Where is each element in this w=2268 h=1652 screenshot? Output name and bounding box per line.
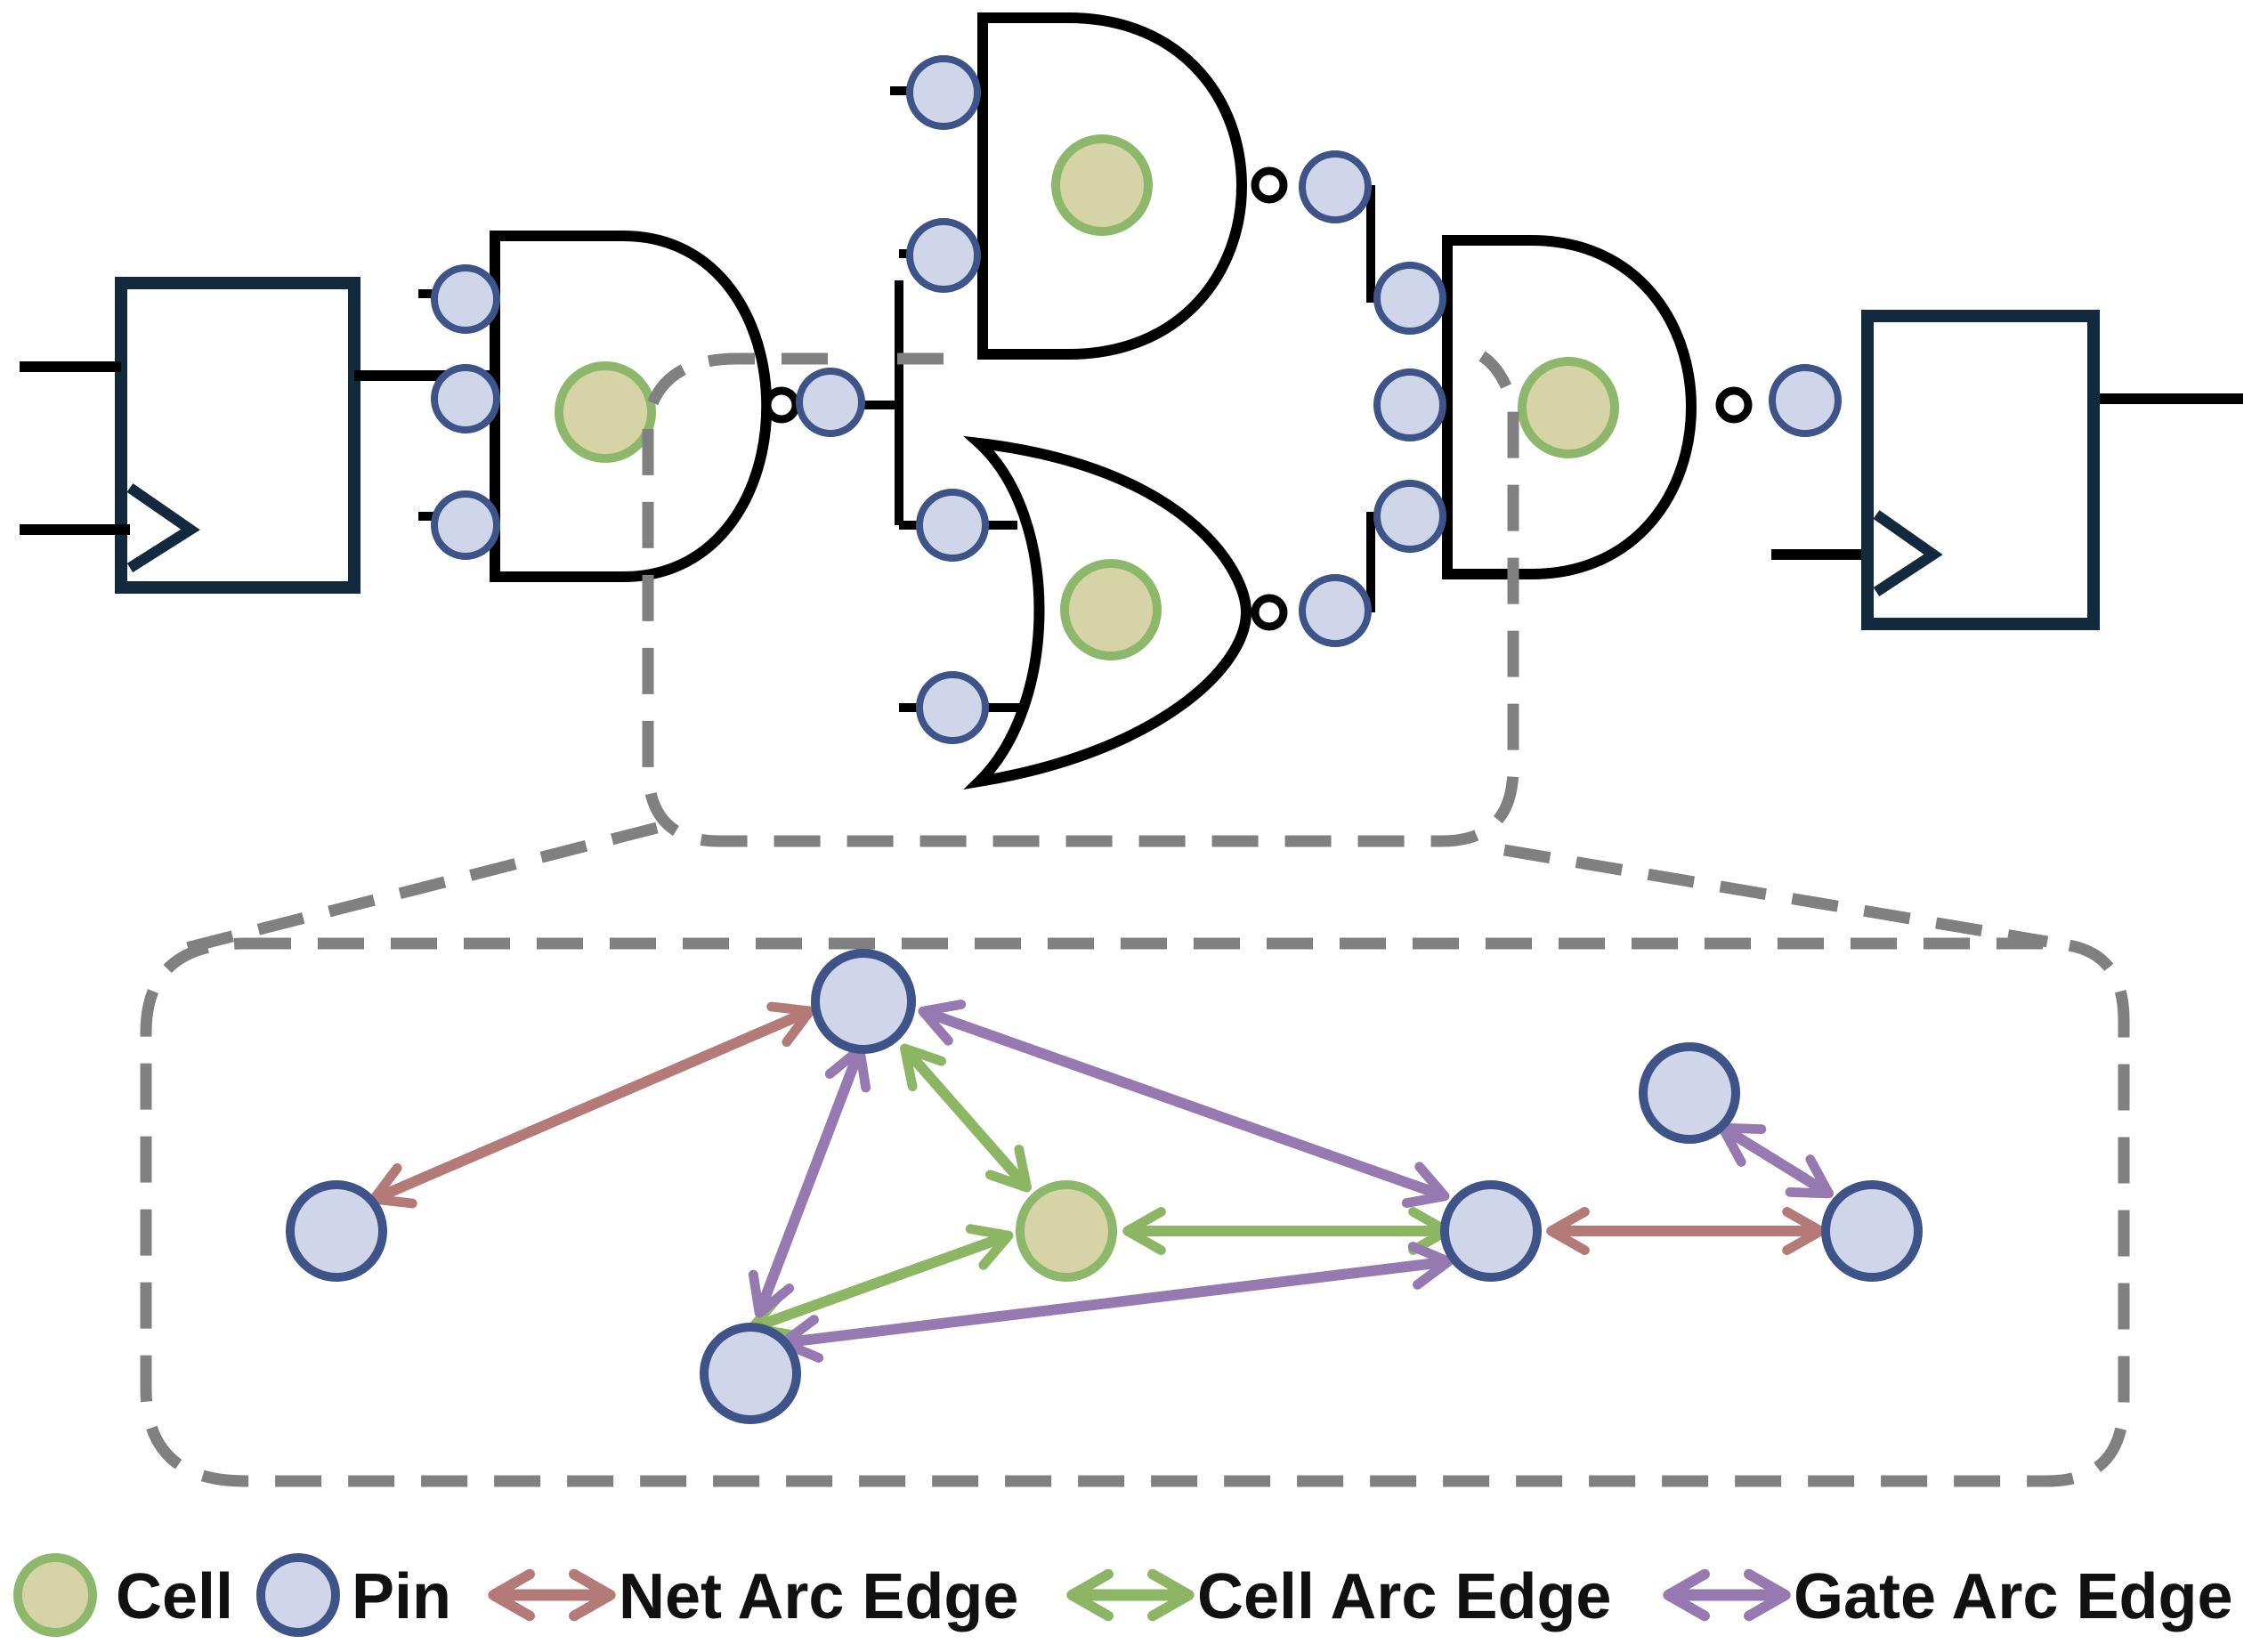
legend-cell-arc-label: Cell Arc Edge: [1197, 1561, 1611, 1632]
cell-node: [555, 361, 656, 463]
net-arc-edge: [369, 1001, 815, 1209]
cell-node: [1518, 357, 1619, 458]
legend-gate-arc-label: Gate Arc Edge: [1794, 1561, 2233, 1632]
pin-node: [286, 1180, 387, 1282]
schematic-pins: [431, 55, 1842, 744]
gate-arc-edge: [748, 1044, 871, 1318]
pin-node: [700, 1323, 801, 1424]
legend-pin-label: Pin: [352, 1561, 451, 1632]
pin-node: [431, 264, 500, 334]
legend-pin: Pin: [256, 1553, 451, 1637]
legend-cell-label: Cell: [116, 1561, 233, 1632]
schematic-cells: [555, 134, 1619, 660]
pin-node: [1373, 368, 1446, 441]
pin-node: [1299, 574, 1372, 647]
inversion-bubble: [1251, 594, 1288, 631]
pin-icon: [256, 1553, 340, 1637]
pin-node: [1440, 1180, 1542, 1282]
legend-cell: Cell: [13, 1553, 233, 1637]
pin-node: [906, 218, 981, 293]
pin-node: [431, 490, 500, 560]
pin-node: [906, 55, 981, 130]
cell-arc-edge: [747, 1224, 1014, 1340]
callout-zoom-line-left: [167, 822, 659, 959]
gate-arc-edge: [918, 1000, 1450, 1208]
gate-arc-edge: [778, 1242, 1454, 1363]
cell-arc-edge: [900, 1043, 1032, 1193]
pin-node: [1821, 1180, 1923, 1282]
legend-cell-arc: Cell Arc Edge: [1066, 1561, 1611, 1632]
left-flip-flop: [20, 277, 495, 594]
pin-node: [1373, 262, 1446, 335]
heterogeneous-graph: [286, 949, 1923, 1424]
inversion-bubble: [1715, 386, 1753, 424]
legend-gate-arc: Gate Arc Edge: [1663, 1561, 2233, 1632]
pin-node: [916, 489, 989, 562]
callout-zoom-line-right: [1503, 844, 2049, 948]
right-flip-flop: [1861, 310, 2100, 630]
inversion-bubble: [763, 386, 800, 424]
pin-node: [1299, 150, 1372, 223]
pin-node: [811, 949, 916, 1054]
pin-node: [1373, 480, 1446, 553]
cell-node: [1060, 559, 1162, 660]
legend-net-arc-label: Net Arc Edge: [619, 1561, 1018, 1632]
inversion-bubble: [1251, 166, 1288, 204]
legend-net-arc: Net Arc Edge: [488, 1561, 1018, 1632]
gate-arc-edge: [1718, 1122, 1834, 1199]
zoomed-graph-frame: [140, 937, 2130, 1487]
pin-node: [1769, 364, 1842, 437]
nand-gate-4: [1442, 235, 1753, 579]
legend: Cell Pin Net Arc Edge Cell Arc Edge Gate…: [13, 1553, 2233, 1637]
cell-node: [1051, 134, 1153, 236]
pin-node: [916, 671, 989, 744]
cell-icon: [13, 1553, 97, 1637]
pin-node: [431, 364, 500, 433]
pin-node: [1639, 1042, 1740, 1144]
cell-node: [1016, 1180, 1117, 1282]
callout-selection-box: [642, 351, 1519, 847]
pin-node: [796, 368, 865, 437]
zoom-callout: [140, 351, 2130, 1487]
circuit-schematic: [20, 12, 2243, 790]
